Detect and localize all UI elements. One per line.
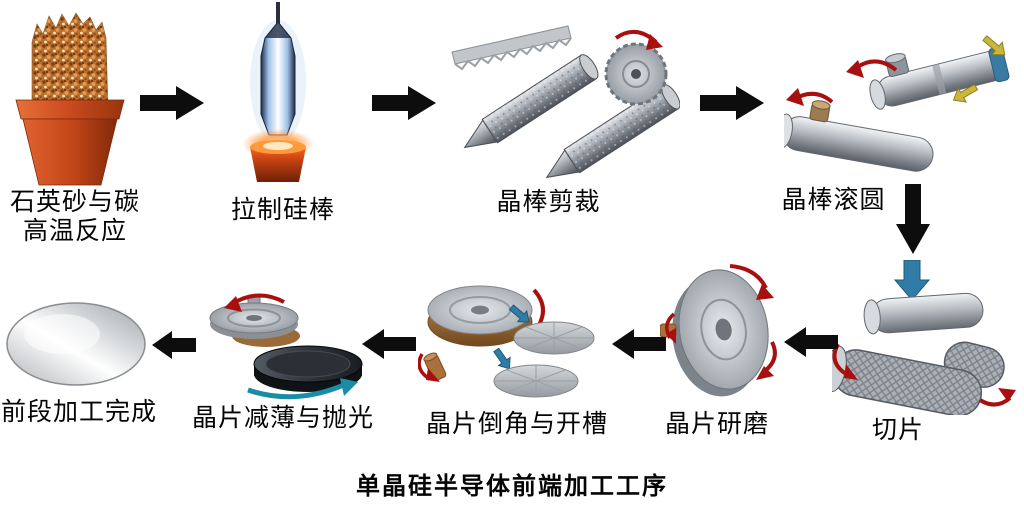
ingot-rounding-illustration: [784, 35, 1010, 172]
melt-hotspot: [263, 142, 293, 150]
wafer: [493, 364, 579, 398]
crucible-body: [22, 118, 118, 186]
step-label-ingot-cutting: 晶棒剪裁: [496, 189, 601, 216]
quartz-sand-crucible-illustration: [15, 12, 125, 186]
silicon-ingot: [863, 292, 984, 335]
flow-arrow-left-icon: [784, 327, 838, 357]
step-label-front-end-complete: 前段加工完成: [0, 399, 157, 426]
step-label-quartz-reaction: 石英砂与碳 高温反应: [9, 189, 140, 245]
flow-arrow-left-icon: [152, 331, 196, 359]
circular-saw-blade: [604, 42, 668, 106]
slicing-illustration: [832, 260, 1016, 415]
quartz-sand: [31, 12, 109, 109]
flow-arrow-right-icon: [140, 86, 204, 120]
step-label-ingot-rounding: 晶棒滚圆: [781, 187, 886, 214]
carrier-disc: [209, 295, 300, 347]
flow-arrow-left-icon: [612, 329, 666, 359]
rotation-arrow-icon: [756, 341, 777, 380]
wafer-highlight: [24, 314, 100, 354]
crystal-neck: [265, 22, 291, 38]
wafer-lapping-illustration: [660, 264, 777, 397]
diagram-title: 单晶硅半导体前端加工工序: [356, 473, 668, 500]
lapping-plate: [672, 269, 769, 397]
wafer-chamfer-illustration: [418, 285, 595, 398]
feed-arrow-yellow-icon: [952, 83, 979, 103]
rotation-arrow-icon: [224, 293, 285, 312]
feed-arrow-blue-icon: [893, 260, 931, 301]
melt-crucible: [250, 147, 306, 182]
ingot-cutting-illustration: [451, 25, 680, 186]
ingot-lower: [784, 100, 934, 172]
wafer: [513, 321, 595, 355]
rotation-arrow-icon: [786, 88, 834, 106]
feed-arrow-yellow-icon: [982, 35, 1006, 56]
crystal-pulling-illustration: [242, 2, 314, 182]
rotation-arrow-icon: [418, 353, 440, 382]
rotation-arrow-icon: [665, 312, 676, 344]
band-saw-blade: [451, 25, 572, 71]
step-label-slicing: 切片: [871, 417, 924, 444]
feed-arrow-blue-icon: [493, 347, 511, 370]
rotation-arrow-icon: [614, 30, 663, 50]
rotation-arrow-icon: [729, 264, 774, 300]
silicon-crystal: [260, 21, 296, 136]
feed-arrow-blue-icon: [508, 304, 530, 323]
step-label-pull-silicon-rod: 拉制硅棒: [230, 197, 335, 224]
flow-arrow-right-icon: [700, 86, 764, 120]
flow-arrow-down-icon: [896, 184, 930, 254]
finished-wafer-illustration: [6, 302, 146, 386]
seed-wire: [276, 2, 280, 28]
rotation-arrow-icon: [846, 59, 898, 78]
step-label-wafer-lapping: 晶片研磨: [664, 411, 769, 438]
step-label-wafer-thinning-polishing: 晶片减薄与抛光: [191, 405, 374, 432]
flow-arrow-left-icon: [362, 329, 416, 359]
polishing-plate: [253, 345, 363, 392]
ingot-upper: [869, 46, 1010, 110]
grinding-wheel: [427, 285, 533, 347]
wafer-polishing-illustration: [209, 293, 363, 400]
flow-arrow-right-icon: [372, 86, 436, 120]
crucible-rim: [15, 99, 125, 120]
wire-guide-roller: [832, 345, 983, 415]
step-label-wafer-chamfer-notch: 晶片倒角与开槽: [425, 411, 608, 438]
rotation-arrow-icon: [978, 388, 1016, 407]
rotation-arrow-teal-icon: [247, 378, 358, 400]
